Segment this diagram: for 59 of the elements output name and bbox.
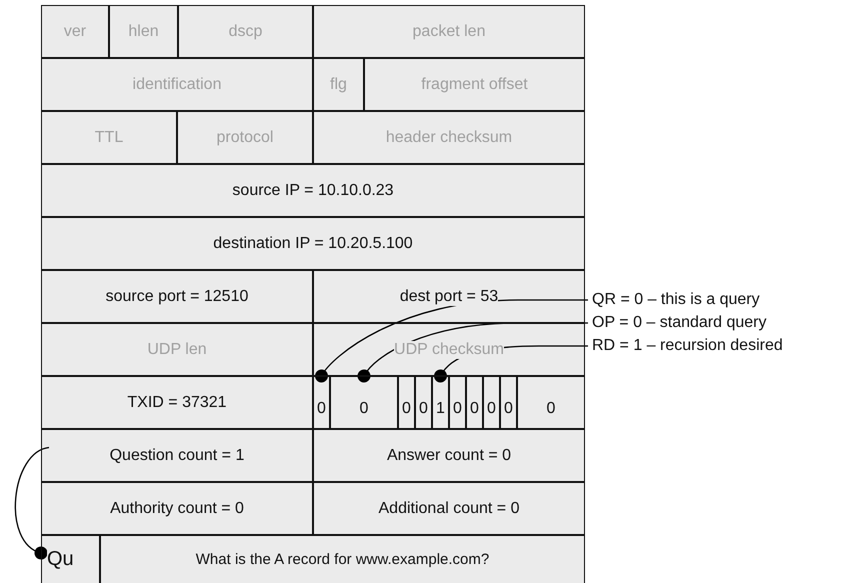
header-field [41,164,585,217]
field-label: 0 [402,400,411,418]
header-field [41,217,585,270]
flag-bit-field [432,376,449,429]
header-field [41,482,313,535]
field-label: 0 [360,400,368,418]
flag-bit-field [313,376,330,429]
header-field [41,323,313,376]
field-label: dscp [228,22,262,40]
field-label: packet len [412,22,486,40]
header-field [177,111,313,164]
annotation-text: QR = 0 – this is a query [592,290,842,310]
field-label: Question count = 1 [110,446,244,464]
annotation-text: OP = 0 – standard query [592,313,842,333]
header-field [41,270,313,323]
header-field [313,482,585,535]
header-field [313,5,585,58]
flag-bit-field [415,376,432,429]
field-label: 0 [453,400,462,418]
leader-line [14,446,50,560]
flag-bit-field [330,376,398,429]
field-label: 0 [470,400,479,418]
flag-bit-field [517,376,585,429]
field-label: 0 [546,400,556,418]
flag-bit-field [500,376,517,429]
header-field [100,535,585,583]
header-field [41,5,109,58]
header-field [109,5,178,58]
field-label: UDP checksum [394,340,504,358]
field-label: Authority count = 0 [110,500,244,518]
flag-bit-field [483,376,500,429]
field-label: 0 [419,400,428,418]
field-label: 1 [436,400,445,418]
header-field [41,111,177,164]
header-field [313,270,585,323]
header-field [178,5,313,58]
field-label: source port = 12510 [106,288,248,306]
field-label: 0 [317,400,326,418]
header-field [313,58,364,111]
header-field [313,429,585,482]
field-label: protocol [216,128,274,146]
field-label: dest port = 53 [400,288,498,306]
field-label: What is the A record for www.example.com? [196,551,490,568]
flag-bit-field [466,376,483,429]
field-label: 0 [487,400,496,418]
field-label: fragment offset [421,76,528,94]
field-label: Qu [47,548,74,571]
header-field [41,58,313,111]
header-field [313,323,585,376]
field-label: 0 [504,400,513,418]
header-field [364,58,585,111]
header-field [41,535,100,583]
field-label: flg [330,76,347,94]
annotation-text: RD = 1 – recursion desired [592,336,842,356]
header-field [41,376,313,429]
flag-bit-field [449,376,466,429]
flag-bit-field [398,376,415,429]
header-field [313,111,585,164]
header-field [41,429,313,482]
